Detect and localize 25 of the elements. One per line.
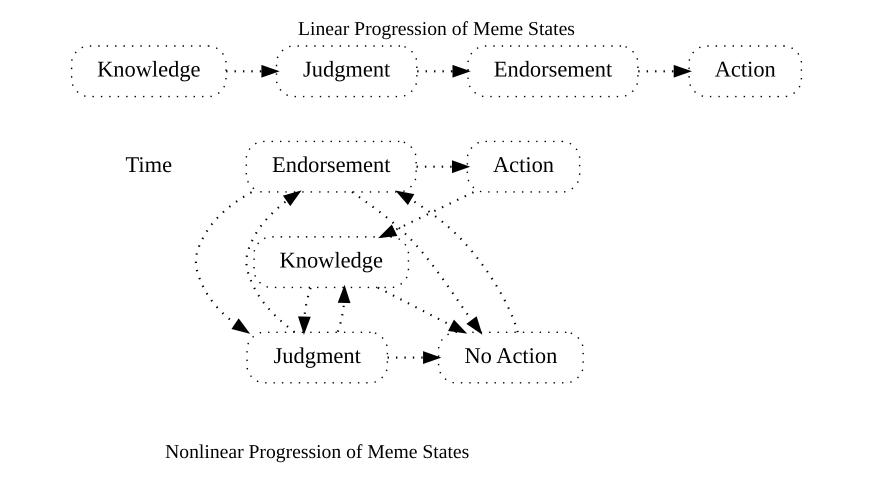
arrow: [244, 190, 302, 333]
arrow: [378, 191, 474, 238]
arrow: [194, 191, 252, 334]
arrow: [387, 351, 441, 364]
arrow: [350, 191, 482, 335]
node-box: Judgment: [275, 45, 418, 98]
diagram-title: Linear Progression of Meme States: [298, 18, 574, 40]
node-box: Judgment: [246, 332, 388, 384]
label: Time: [125, 152, 172, 178]
node-box: Action: [466, 140, 580, 193]
arrow: [416, 160, 470, 174]
node-box: Knowledge: [70, 45, 226, 98]
arrow: [297, 288, 312, 335]
node-box: Endorsement: [466, 45, 638, 98]
arrow: [638, 64, 692, 78]
arrow: [336, 284, 350, 332]
node-box: Action: [688, 45, 802, 98]
arrow: [416, 64, 470, 78]
node-box: No Action: [437, 332, 584, 384]
node-box: Knowledge: [252, 236, 409, 288]
arrow: [394, 190, 518, 332]
caption: Nonlinear Progression of Meme States: [164, 441, 469, 464]
arrow: [377, 286, 467, 334]
arrow: [226, 64, 280, 78]
node-box: Endorsement: [245, 140, 416, 193]
